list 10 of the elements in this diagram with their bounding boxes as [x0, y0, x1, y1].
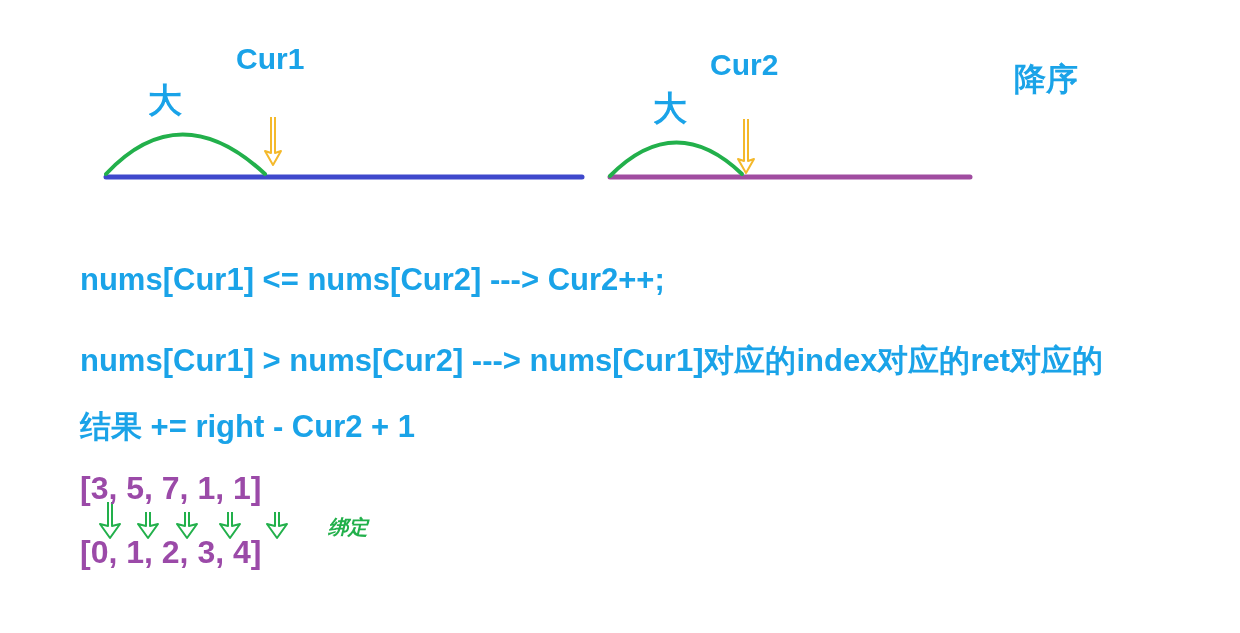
array-text: [0, 1, 2, 3, 4]	[80, 534, 262, 571]
range-label: 大	[148, 80, 182, 121]
pointer-label: Cur2	[710, 48, 779, 82]
code-line: nums[Cur1] <= nums[Cur2] ---> Cur2++;	[80, 262, 665, 298]
note-text: 降序	[1014, 60, 1078, 99]
code-line: nums[Cur1] > nums[Cur2] ---> nums[Cur1]对应的index对应的ret对应的结果 += right - Cur2 + 1	[80, 342, 1105, 446]
note-text: 绑定	[328, 515, 368, 540]
pointer-label: Cur1	[236, 42, 305, 76]
array-text: [3, 5, 7, 1, 1]	[80, 470, 262, 507]
range-label: 大	[653, 88, 687, 129]
